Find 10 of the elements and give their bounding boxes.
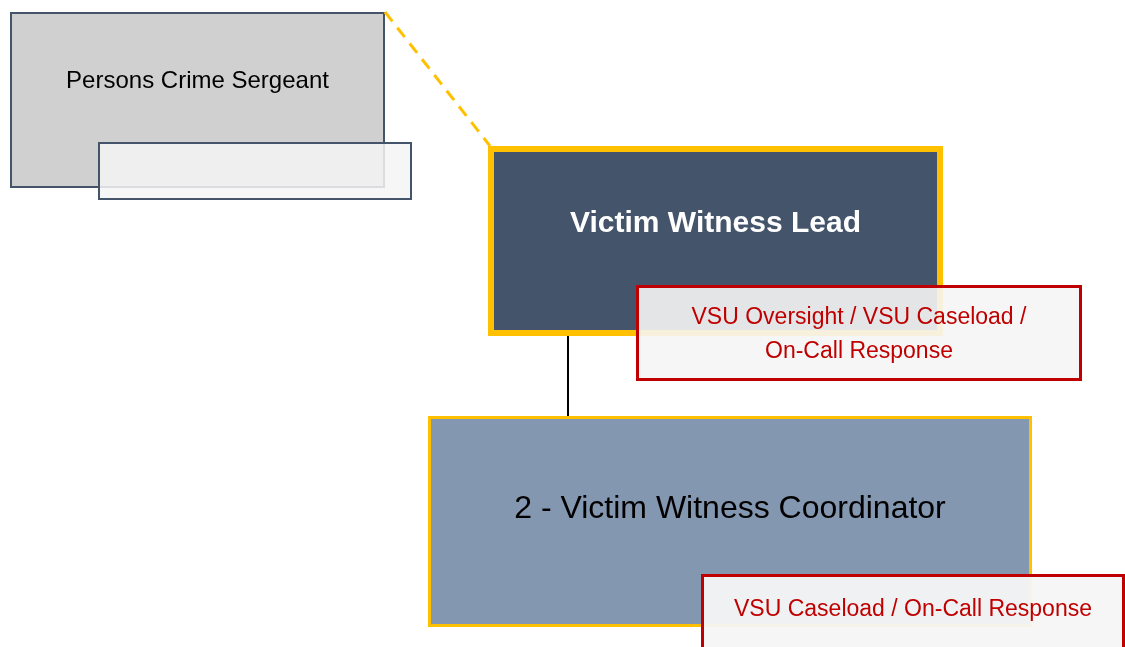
role-title: Victim Witness Lead — [570, 203, 861, 240]
role-title: Persons Crime Sergeant — [66, 65, 329, 95]
role-title: VSU Oversight / VSU Caseload / On-Call Response — [690, 301, 1028, 365]
duty-box — [701, 574, 1125, 647]
connector-line — [383, 11, 492, 147]
connector-line — [567, 335, 569, 417]
duty-box — [636, 285, 1082, 381]
role-title: VSU Caseload / On-Call Response — [734, 593, 1092, 623]
sub-box — [98, 142, 412, 200]
role-title: 2 - Victim Witness Coordinator — [514, 487, 946, 527]
